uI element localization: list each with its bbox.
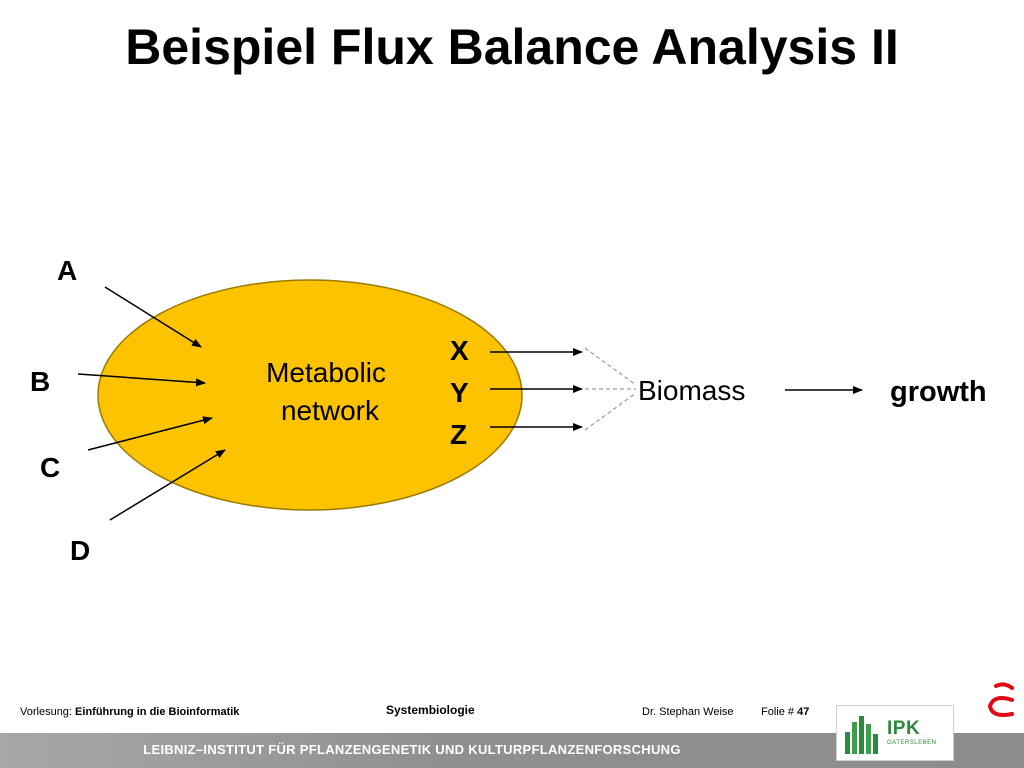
dashed-converge-x [584,347,637,386]
footer-lecture-prefix: Vorlesung: [20,706,72,718]
input-arrow-c [87,416,213,451]
c-logo-icon [987,682,1014,717]
input-label-c: C [40,452,60,483]
node-label-line2: network [281,395,380,426]
output-label-x: X [450,335,469,366]
footer-author: Dr. Stephan Weise [642,706,734,718]
ipk-logo: IPK GATERSLEBEN [836,705,954,761]
dashed-converge-z [584,392,637,431]
input-label-d: D [70,535,90,566]
input-label-b: B [30,366,50,397]
input-arrow-a [104,286,202,348]
footer-slide-number: Folie # 47 [761,706,809,718]
ipk-logo-subtext: GATERSLEBEN [887,740,937,746]
output-label-z: Z [450,419,467,450]
input-arrow-b [77,373,206,387]
footer-slide-prefix: Folie # [761,706,795,718]
output-label-y: Y [450,377,469,408]
growth-label: growth [890,376,987,408]
footer-lecture: Vorlesung: Einführung in die Bioinformat… [20,706,239,718]
metabolic-network-node [97,279,523,511]
biomass-label: Biomass [638,375,745,406]
footer-topic: Systembiologie [386,703,475,717]
input-label-a: A [57,255,77,286]
institute-name: LEIBNIZ–INSTITUT FÜR PFLANZENGENETIK UND… [143,742,681,757]
plant-icon [845,716,878,754]
slide-title: Beispiel Flux Balance Analysis II [125,19,899,75]
node-label-line1: Metabolic [266,357,386,388]
footer-slide-value: 47 [797,706,810,718]
ipk-logo-text: IPK [887,718,921,739]
footer-lecture-name: Einführung in die Bioinformatik [75,706,240,718]
input-arrow-d [109,449,226,521]
flux-diagram: Metabolic network A B C D X Y Z Biomass … [30,255,987,566]
